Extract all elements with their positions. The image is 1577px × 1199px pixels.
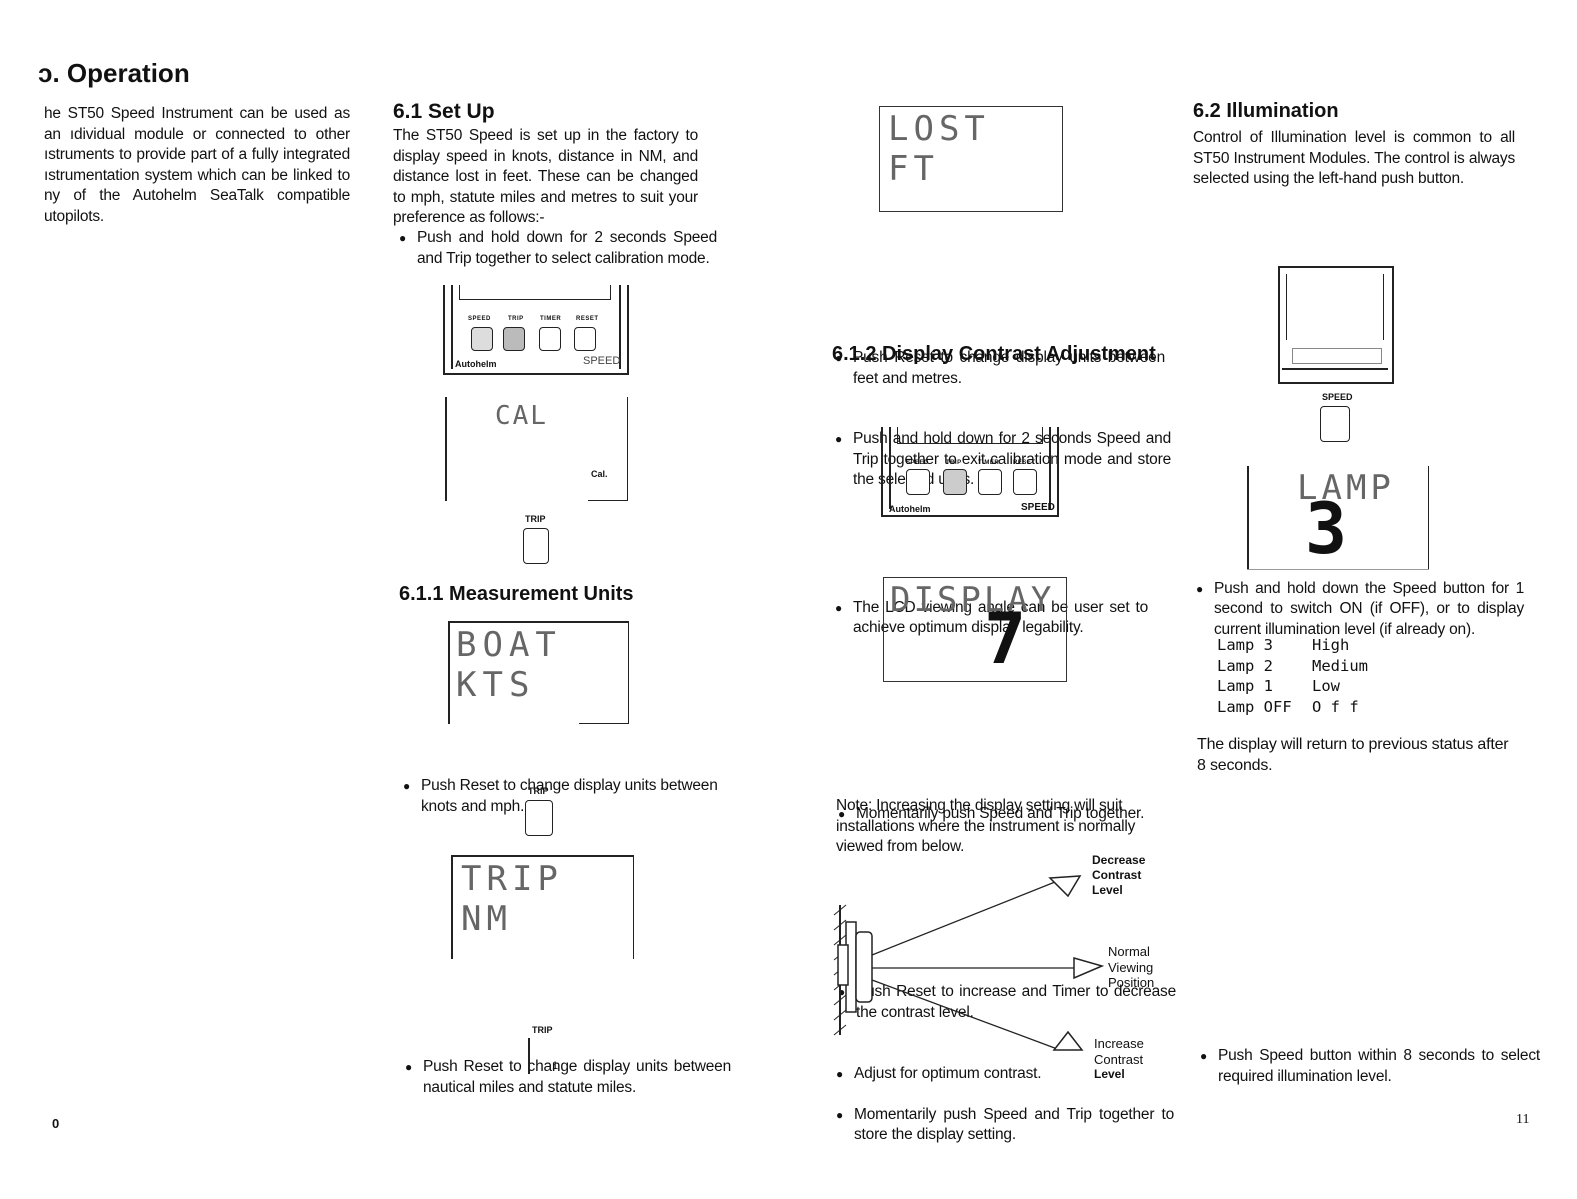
lost-bullet-1: Push Reset to change display units betwe… bbox=[835, 348, 1165, 389]
eye-icon-middle bbox=[1073, 957, 1105, 980]
speed-button-illum[interactable] bbox=[1320, 406, 1350, 442]
trip-button-label-2: TRIP bbox=[946, 460, 962, 466]
instrument-panel-2: SPEED TRIP TIMER RESET Autohelm SPEED bbox=[881, 427, 1059, 517]
contrast-bullet-1: The LCD viewing angle can be user set to… bbox=[835, 598, 1148, 639]
timer-button-label: TIMER bbox=[540, 316, 562, 322]
decrease-label: Decrease Contrast Level bbox=[1092, 853, 1146, 897]
contrast-bullet-4: Adjust for optimum contrast. bbox=[836, 1064, 1154, 1085]
setup-heading: 6.1 Set Up bbox=[393, 100, 495, 123]
illumination-footer: The display will return to previous stat… bbox=[1197, 736, 1509, 774]
trip-button[interactable] bbox=[503, 327, 525, 351]
speed-label-illum: SPEED bbox=[1322, 392, 1353, 402]
lost-ft-text: LOST FT bbox=[888, 109, 990, 189]
speed-button-label-2: SPEED bbox=[906, 460, 929, 466]
trip-label-3: TRIP bbox=[532, 1025, 553, 1035]
contrast-display-value: 7 bbox=[984, 598, 1027, 680]
timer-button[interactable] bbox=[539, 327, 561, 351]
trip-label-2: TRIP bbox=[528, 786, 549, 796]
trip-nm-text: TRIP NM bbox=[461, 859, 563, 939]
reset-button-label: RESET bbox=[576, 316, 599, 322]
trip-button-1[interactable] bbox=[523, 528, 549, 564]
page-number-left: 0 bbox=[52, 1116, 60, 1131]
lamp-value: 3 bbox=[1305, 488, 1348, 570]
intro-paragraph: he ST50 Speed Instrument can be used as … bbox=[44, 105, 350, 225]
lamp-display: LAMP 3 bbox=[1247, 466, 1429, 570]
cal-text: CAL bbox=[495, 401, 548, 431]
setup-body: The ST50 Speed is set up in the factory … bbox=[393, 127, 698, 226]
increase-label: Increase Contrast Level bbox=[1094, 1036, 1144, 1081]
normal-label: Normal Viewing Position bbox=[1108, 944, 1155, 990]
contrast-bullet-3: Push Reset to increase and Timer to decr… bbox=[838, 982, 1176, 1023]
trip-button-label: TRIP bbox=[508, 316, 524, 322]
speed-button-label: SPEED bbox=[468, 316, 491, 322]
trip-label-1: TRIP bbox=[525, 514, 546, 524]
model-label-2: SPEED bbox=[1021, 502, 1055, 513]
reset-button-label-2: RESET bbox=[1013, 460, 1036, 466]
contrast-note: Note: Increasing the display setting wil… bbox=[836, 797, 1136, 855]
eye-icon-bottom bbox=[1052, 1030, 1084, 1051]
setup-bullet: Push and hold down for 2 seconds Speed a… bbox=[399, 228, 717, 269]
trip-button-2b[interactable] bbox=[943, 469, 967, 495]
timer-button-label-2: TIMER bbox=[978, 460, 1000, 466]
instrument-panel: SPEED TRIP TIMER RESET Autohelm SPEED bbox=[443, 285, 629, 375]
contrast-bullet-2: Momentarily push Speed and Trip together… bbox=[838, 804, 1166, 825]
illumination-body: Control of Illumination level is common … bbox=[1193, 129, 1515, 187]
eye-icon-top bbox=[1048, 875, 1082, 898]
page-number-right: 11 bbox=[1516, 1112, 1530, 1127]
viewing-angle-diagram bbox=[833, 875, 1105, 1051]
contrast-display-text: DISPLAY bbox=[890, 580, 1055, 620]
contrast-bullet-5: Momentarily push Speed and Trip together… bbox=[836, 1105, 1174, 1146]
trip-button-3-edge bbox=[528, 1038, 530, 1074]
illumination-heading: 6.2 Illumination bbox=[1193, 100, 1339, 122]
trip-digit: 1 bbox=[552, 1060, 559, 1072]
reset-button[interactable] bbox=[574, 327, 596, 351]
units-bullet-1: Push Reset to change display units betwe… bbox=[403, 776, 731, 817]
reset-button-2[interactable] bbox=[1013, 469, 1037, 495]
lamp-text: LAMP bbox=[1297, 468, 1395, 508]
units-bullet-2: Push Reset to change display units betwe… bbox=[405, 1057, 731, 1098]
illumination-bullet-1: Push and hold down the Speed button for … bbox=[1196, 579, 1524, 641]
contrast-display: DISPLAY 7 bbox=[883, 577, 1067, 682]
trip-nm-display: TRIP NM bbox=[451, 855, 634, 959]
model-label: SPEED bbox=[583, 355, 621, 367]
brand-label-2: Autohelm bbox=[889, 504, 931, 514]
speed-button[interactable] bbox=[471, 327, 493, 351]
contrast-heading: 6.1.2 Display Contrast Adjustment bbox=[832, 343, 1156, 365]
illumination-bullet-2: Push Speed button within 8 seconds to se… bbox=[1200, 1046, 1540, 1087]
section-title: ɔ. Operation bbox=[38, 58, 190, 88]
timer-button-2[interactable] bbox=[978, 469, 1002, 495]
cal-display: CAL Cal. bbox=[445, 397, 628, 501]
brand-label: Autohelm bbox=[455, 359, 497, 369]
trip-button-2[interactable] bbox=[525, 800, 553, 836]
cal-unit-label: Cal. bbox=[591, 469, 608, 479]
boat-kts-display: BOAT KTS bbox=[448, 621, 629, 724]
boat-kts-text: BOAT KTS bbox=[456, 625, 562, 705]
lost-ft-display: LOST FT bbox=[879, 106, 1063, 212]
units-heading: 6.1.1 Measurement Units bbox=[399, 583, 634, 605]
illumination-instrument bbox=[1278, 266, 1394, 384]
speed-button-2[interactable] bbox=[906, 469, 930, 495]
